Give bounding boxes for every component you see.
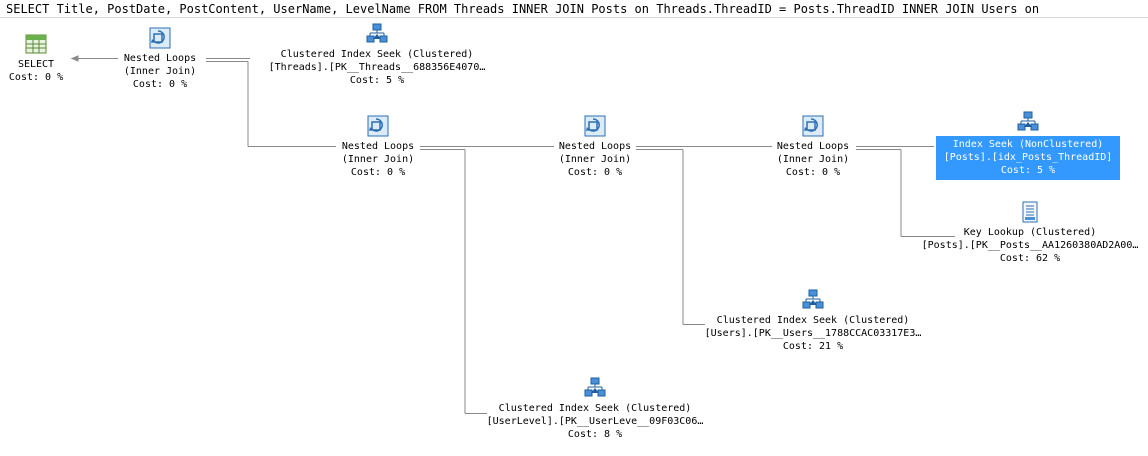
node-object: [Posts].[PK__Posts__AA1260380AD2A00… [921, 240, 1139, 251]
select-result-icon [25, 34, 47, 54]
node-operator: SELECT [17, 59, 55, 70]
nested-loops-icon [367, 115, 389, 137]
plan-node-nested-loops-1[interactable]: Nested Loops (Inner Join) Cost: 0 % [110, 26, 210, 91]
plan-node-seek-threads[interactable]: Clustered Index Seek (Clustered) [Thread… [252, 22, 502, 87]
node-join-type: (Inner Join) [558, 154, 632, 165]
node-operator: Nested Loops [776, 141, 850, 152]
node-cost: Cost: 8 % [567, 429, 623, 440]
plan-node-seek-posts-selected[interactable]: Index Seek (NonClustered) [Posts].[idx_P… [928, 110, 1128, 180]
node-join-type: (Inner Join) [776, 154, 850, 165]
node-selection-box: Index Seek (NonClustered) [Posts].[idx_P… [935, 136, 1121, 180]
node-cost: Cost: 62 % [999, 253, 1061, 264]
node-operator: Clustered Index Seek (Clustered) [716, 315, 910, 326]
index-seek-icon [584, 377, 606, 397]
node-cost: Cost: 0 % [8, 72, 64, 83]
nested-loops-icon [149, 27, 171, 49]
index-seek-icon [366, 23, 388, 43]
node-object: [Posts].[idx_Posts_ThreadID] [943, 152, 1113, 163]
node-operator: Nested Loops [558, 141, 632, 152]
node-operator: Key Lookup (Clustered) [963, 227, 1097, 238]
node-join-type: (Inner Join) [341, 154, 415, 165]
node-object: [UserLevel].[PK__UserLeve__09F03C06… [486, 416, 704, 427]
node-join-type: (Inner Join) [123, 66, 197, 77]
plan-node-seek-users[interactable]: Clustered Index Seek (Clustered) [Users]… [688, 288, 938, 353]
node-cost: Cost: 0 % [132, 79, 188, 90]
node-object: [Users].[PK__Users__1788CCAC03317E3… [704, 328, 922, 339]
node-operator: Nested Loops [123, 53, 197, 64]
node-operator: Index Seek (NonClustered) [952, 139, 1104, 150]
node-operator: Nested Loops [341, 141, 415, 152]
node-cost: Cost: 0 % [350, 167, 406, 178]
node-cost: Cost: 0 % [567, 167, 623, 178]
node-cost: Cost: 0 % [785, 167, 841, 178]
query-text: SELECT Title, PostDate, PostContent, Use… [0, 0, 1148, 18]
nested-loops-icon [802, 115, 824, 137]
plan-node-key-lookup[interactable]: Key Lookup (Clustered) [Posts].[PK__Post… [906, 200, 1148, 265]
plan-node-seek-userlevel[interactable]: Clustered Index Seek (Clustered) [UserLe… [470, 376, 720, 441]
plan-node-nested-loops-3[interactable]: Nested Loops (Inner Join) Cost: 0 % [545, 114, 645, 179]
node-object: [Threads].[PK__Threads__688356E4070… [268, 62, 486, 73]
node-operator: Clustered Index Seek (Clustered) [280, 49, 474, 60]
node-cost: Cost: 21 % [782, 341, 844, 352]
nested-loops-icon [584, 115, 606, 137]
node-cost: Cost: 5 % [349, 75, 405, 86]
plan-node-select[interactable]: SELECT Cost: 0 % [2, 32, 70, 84]
node-operator: Clustered Index Seek (Clustered) [498, 403, 692, 414]
key-lookup-icon [1022, 201, 1038, 223]
plan-node-nested-loops-4[interactable]: Nested Loops (Inner Join) Cost: 0 % [763, 114, 863, 179]
index-seek-icon [802, 289, 824, 309]
node-cost: Cost: 5 % [1000, 165, 1056, 176]
plan-node-nested-loops-2[interactable]: Nested Loops (Inner Join) Cost: 0 % [328, 114, 428, 179]
index-seek-icon [1017, 111, 1039, 131]
